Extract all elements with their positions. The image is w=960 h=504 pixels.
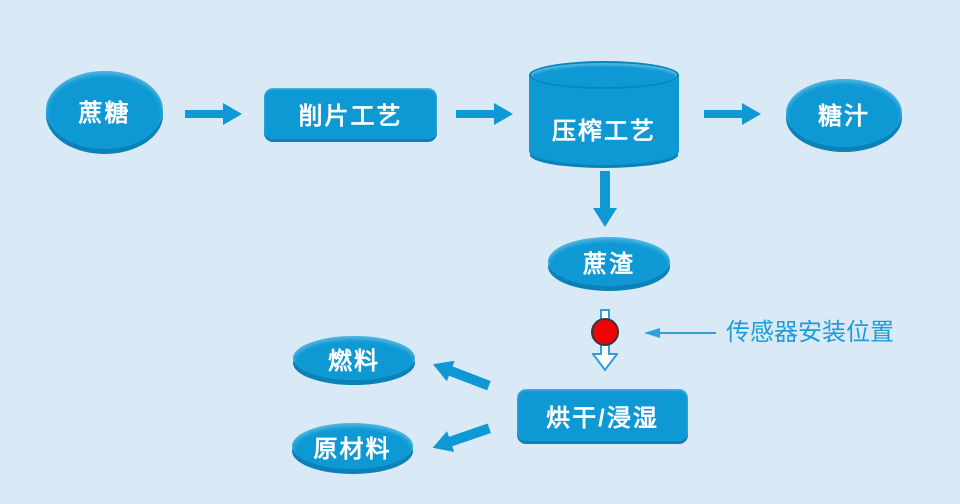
arrow-down-left-icon (432, 423, 491, 452)
arrow-right-icon (704, 103, 761, 125)
arrow-right-icon (185, 103, 242, 125)
cylinder-body (529, 75, 679, 165)
node-raw-material-label: 原材料 (313, 435, 392, 463)
node-raw-material: 原材料 (292, 423, 413, 469)
node-pressing: 压榨工艺 (529, 61, 679, 165)
node-bagasse: 蔗渣 (548, 237, 670, 286)
node-sucrose-label: 蔗糖 (78, 99, 131, 127)
node-sucrose: 蔗糖 (46, 71, 163, 149)
arrow-up-left-icon (432, 360, 491, 391)
arrow-right-icon (456, 103, 513, 125)
cylinder-top (529, 61, 679, 89)
node-juice: 糖汁 (786, 79, 902, 147)
node-fuel-label: 燃料 (328, 347, 380, 375)
sensor-annotation-label: 传感器安装位置 (726, 319, 894, 346)
node-slicing: 削片工艺 (264, 88, 437, 139)
sensor-dot-icon (591, 318, 619, 346)
annotation-arrow-left-icon (644, 328, 716, 338)
node-drying-label: 烘干/浸湿 (546, 404, 659, 432)
node-bagasse-label: 蔗渣 (583, 251, 635, 278)
node-drying: 烘干/浸湿 (517, 389, 688, 441)
node-fuel: 燃料 (293, 336, 415, 380)
node-slicing-label: 削片工艺 (298, 103, 403, 130)
arrow-down-icon (593, 171, 617, 227)
node-juice-label: 糖汁 (818, 102, 870, 130)
node-pressing-label: 压榨工艺 (552, 117, 656, 145)
